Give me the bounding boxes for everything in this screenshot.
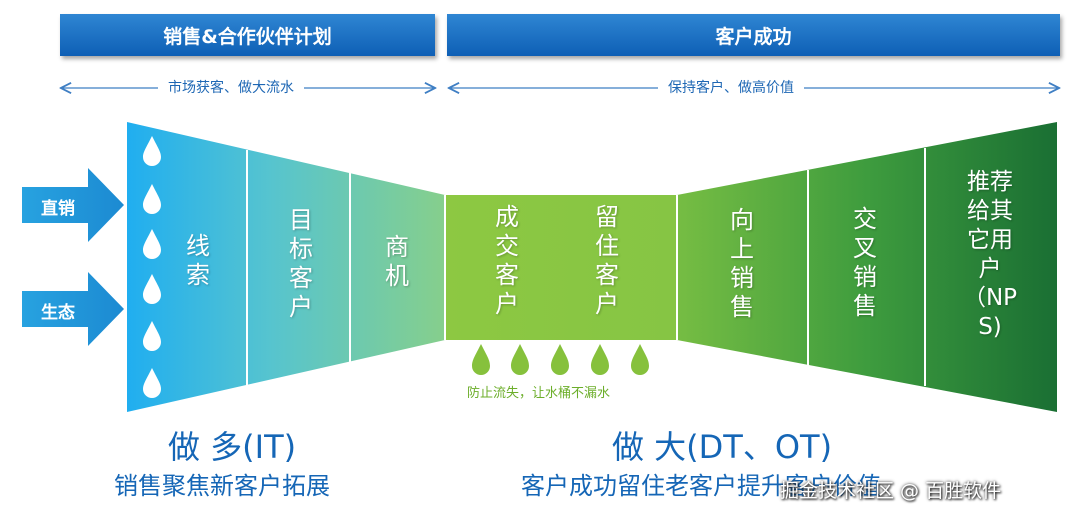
input-ecosystem: 生态: [41, 303, 75, 323]
water-drop-icon: [143, 321, 161, 351]
stage-opportunity: 商机: [385, 233, 409, 290]
stage-cross-sell: 交叉销售: [853, 205, 877, 320]
funnel-left-section: [127, 122, 445, 412]
stage-upsell: 向上销售: [730, 206, 754, 321]
water-drop-icon: [143, 136, 161, 166]
water-drop-icon: [551, 344, 569, 375]
stage-referral-nps: 推荐给其它用户（NPS): [962, 169, 1018, 340]
stage-leads: 线索: [186, 232, 210, 289]
header-sales-partner: 销售&合作伙伴计划: [60, 14, 435, 56]
left-subtitle: 销售聚焦新客户拓展: [114, 472, 330, 500]
water-drop-icon: [143, 229, 161, 259]
left-title: 做 多(IT): [168, 428, 297, 466]
arrow-right-icon: [22, 168, 124, 242]
leak-caption: 防止流失，让水桶不漏水: [467, 386, 611, 401]
water-drop-icon: [143, 274, 161, 304]
header-customer-success: 客户成功: [447, 14, 1060, 56]
water-drops-left: [143, 136, 161, 398]
range-label-left: 市场获客、做大流水: [158, 77, 304, 99]
input-direct-sales: 直销: [41, 199, 75, 219]
water-drop-icon: [591, 344, 609, 375]
water-drop-icon: [472, 344, 490, 375]
right-title: 做 大(DT、OT): [612, 428, 833, 466]
water-drop-icon: [511, 344, 529, 375]
funnel-right-section: [677, 122, 1057, 412]
stage-closed-customers: 成交客户: [495, 203, 519, 318]
arrow-right-icon: [22, 272, 124, 346]
water-drops-leak: [472, 344, 649, 375]
funnel-middle-section: [445, 195, 677, 340]
water-drop-icon: [143, 368, 161, 398]
watermark: 掘金技术社区 @ 百胜软件: [780, 480, 1002, 502]
water-drop-icon: [631, 344, 649, 375]
right-subtitle: 客户成功留住老客户提升客户价值: [521, 472, 881, 500]
range-label-right: 保持客户、做高价值: [658, 77, 804, 99]
water-drop-icon: [143, 184, 161, 214]
stage-target-customers: 目标客户: [289, 206, 313, 321]
stage-retained-customers: 留住客户: [595, 203, 619, 318]
